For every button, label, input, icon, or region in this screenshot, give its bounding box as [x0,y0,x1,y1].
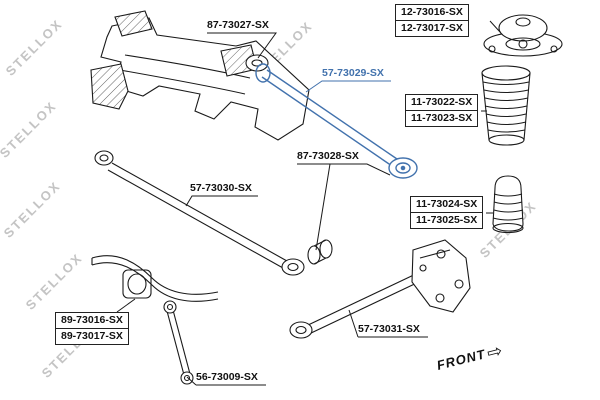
part-label-group-11-73022: 11-73022-SX 11-73023-SX [405,94,479,127]
leader-lines [116,20,501,386]
trailing-arm-drawing [289,239,471,339]
stabilizer-bar-drawing [91,255,219,302]
part-label-11-73023-sx[interactable]: 11-73023-SX [406,110,478,126]
part-label-89-73017-sx[interactable]: 89-73017-SX [56,328,128,344]
dust-boot-drawing [481,65,531,146]
lower-lateral-rod-drawing [107,162,333,276]
part-label-group-12-73016: 12-73016-SX 12-73017-SX [395,4,469,37]
part-label-57-73031-sx[interactable]: 57-73031-SX [358,323,420,335]
part-label-87-73027-sx[interactable]: 87-73027-SX [207,19,269,31]
subframe-crossmember-drawing [90,10,310,166]
front-arrow-icon: ⇨ [484,339,505,363]
part-label-11-73022-sx[interactable]: 11-73022-SX [411,96,473,108]
leader-line-highlighted [305,80,391,93]
part-label-87-73028-sx[interactable]: 87-73028-SX [297,150,359,162]
part-label-group-11-73024: 11-73024-SX 11-73025-SX [410,196,484,229]
part-label-12-73016-sx[interactable]: 12-73016-SX [401,6,463,18]
part-label-89-73016-sx[interactable]: 89-73016-SX [61,314,123,326]
part-label-57-73029-sx-highlighted[interactable]: 57-73029-SX [322,67,384,79]
part-label-12-73017-sx[interactable]: 12-73017-SX [396,20,468,36]
part-label-group-89-73016: 89-73016-SX 89-73017-SX [55,312,129,345]
upper-lateral-rod-highlighted[interactable] [255,63,418,179]
part-label-11-73025-sx[interactable]: 11-73025-SX [411,212,483,228]
part-label-11-73024-sx[interactable]: 11-73024-SX [416,198,478,210]
part-label-57-73030-sx[interactable]: 57-73030-SX [190,182,252,194]
bump-stop-drawing [492,175,524,234]
part-label-56-73009-sx[interactable]: 56-73009-SX [196,371,258,383]
strut-mount-drawing [483,14,563,57]
stabilizer-link-drawing [163,300,194,385]
